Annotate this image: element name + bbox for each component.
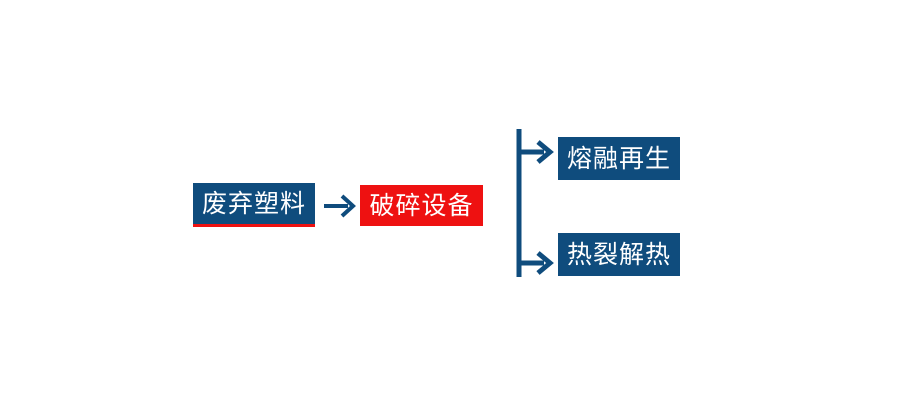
node-pyrolysis-label: 热裂解热	[566, 240, 671, 269]
node-melt-regeneration[interactable]: 熔融再生	[558, 137, 680, 180]
node-crusher[interactable]: 破碎设备	[360, 185, 483, 226]
node-crusher-label: 破碎设备	[369, 191, 474, 220]
node-waste-plastic[interactable]: 废弃塑料	[193, 183, 315, 224]
branch-split-arrows-icon	[508, 126, 564, 280]
node-pyrolysis[interactable]: 热裂解热	[558, 233, 680, 276]
node-waste-plastic-label: 废弃塑料	[201, 189, 306, 218]
node-waste-plastic-accent-underline	[193, 224, 315, 227]
arrow-right-icon	[322, 190, 358, 222]
node-melt-regeneration-label: 熔融再生	[566, 144, 671, 173]
